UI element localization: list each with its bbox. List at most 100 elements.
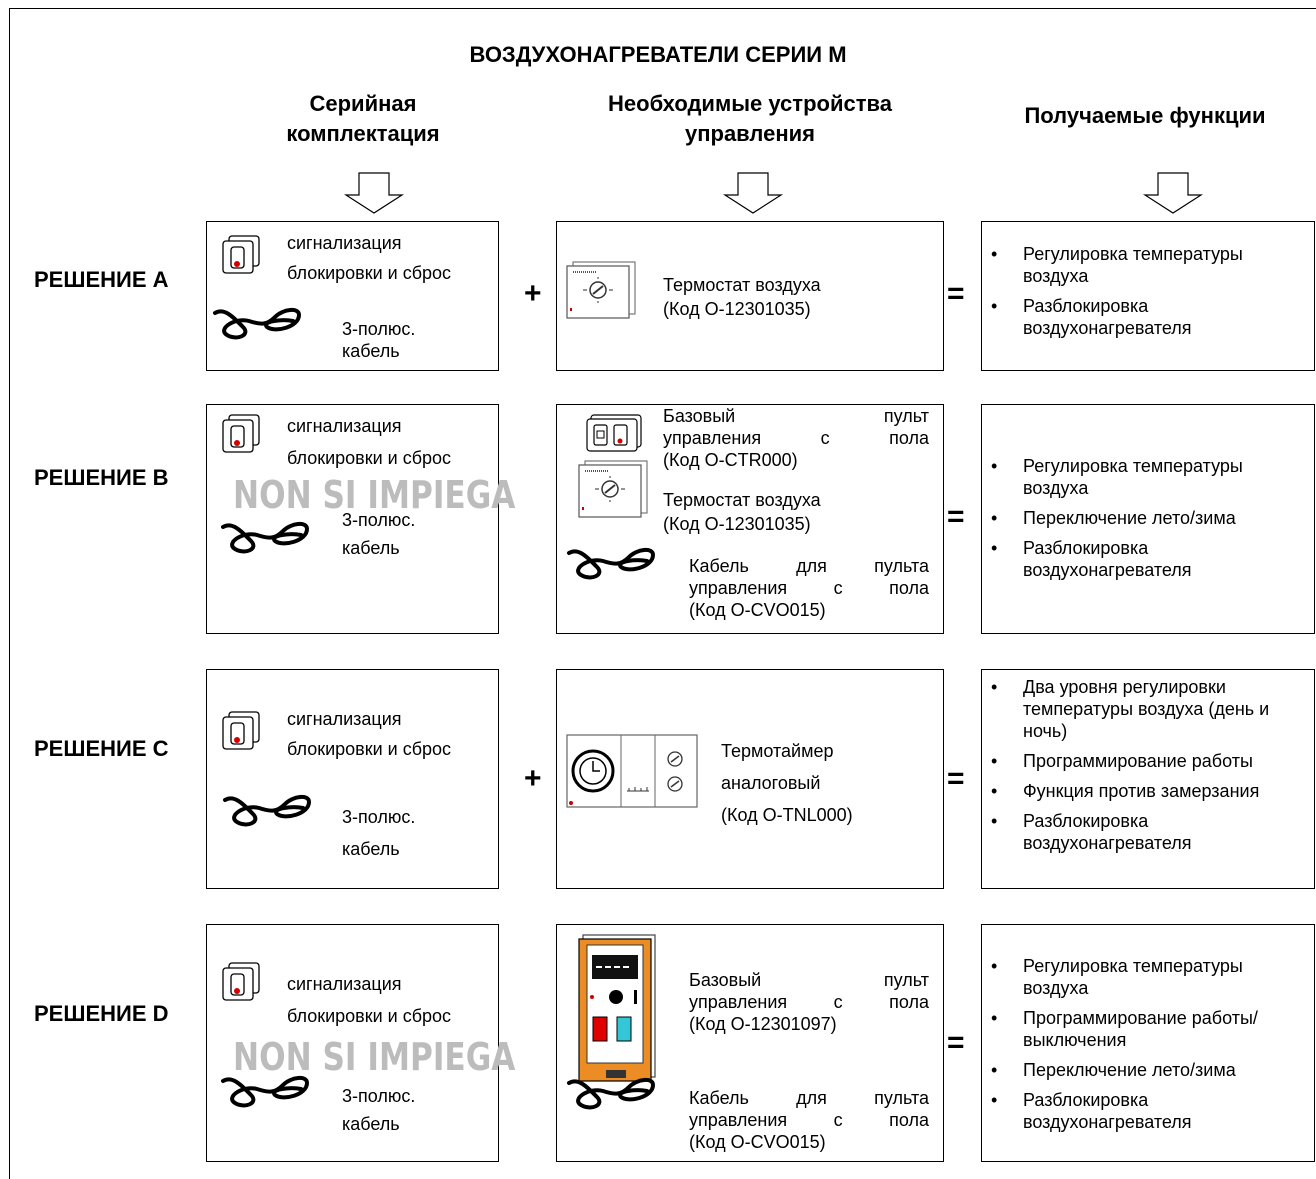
function-item: Разблокировка воздухонагревателя [982, 295, 1306, 339]
page-title: ВОЗДУХОНАГРЕВАТЕЛИ СЕРИИ М [469, 42, 847, 67]
floor-cable-text-line1: Кабель для пульта [689, 556, 929, 576]
alarm-text-line2: блокировки и сброс [287, 1006, 452, 1026]
solution-d-functions-box: Регулировка температуры воздуха Программ… [981, 924, 1315, 1162]
cable-text: 3-полюс. кабель [342, 318, 415, 362]
cable-text: 3-полюс. кабель [342, 1085, 415, 1135]
alarm-text: сигнализация блокировки и сброс [287, 973, 497, 1027]
timer-text: Термотаймер аналоговый (Код O-TNL000) [721, 740, 853, 826]
alarm-text-line2: блокировки и сброс [287, 263, 452, 283]
cable-text-line1: 3-полюс. [342, 319, 416, 339]
cable-text-line1: 3-полюс. [342, 807, 416, 827]
cable-icon [567, 547, 655, 580]
floor-cable-text-line3: (Код O-CVO015) [689, 600, 826, 620]
alarm-reset-icon [222, 414, 260, 453]
thermostat-text-line1: Термостат воздуха [663, 490, 821, 510]
solution-b-functions-box: Регулировка температуры воздуха Переключ… [981, 404, 1315, 634]
panel-text: Базовый пульт управления с пола (Код O-1… [689, 969, 929, 1035]
floor-control-panel-icon [586, 414, 642, 452]
cable-text: 3-полюс. кабель [342, 806, 415, 860]
alarm-text: сигнализация блокировки и сброс [287, 708, 497, 760]
function-item: Регулировка температуры воздуха [982, 455, 1306, 499]
floor-cable-text-line2: управления с пола [689, 1110, 929, 1130]
floor-cable-text-line3: (Код O-CVO015) [689, 1132, 826, 1152]
equals-sign: = [947, 277, 965, 310]
diagram-frame [9, 8, 1316, 1179]
timer-text-line1: Термотаймер [721, 741, 834, 761]
solution-a-standard-box: сигнализация блокировки и сброс 3-полюс.… [206, 221, 499, 371]
alarm-text-line1: сигнализация [287, 709, 402, 729]
functions-list: Регулировка температуры воздуха Разблоки… [982, 243, 1306, 347]
column-header-devices-line2: управления [684, 121, 815, 146]
cable-text: 3-полюс. кабель [342, 509, 415, 559]
column-header-devices: Необходимые устройства управления [560, 89, 940, 149]
panel-text-line3: (Код O-12301097) [689, 1014, 837, 1034]
solution-d-standard-box: сигнализация блокировки и сброс NON SI I… [206, 924, 515, 1162]
function-item: Два уровня регулировки температуры возду… [982, 676, 1312, 742]
panel-text-line1: Базовый пульт [663, 406, 929, 426]
function-item: Разблокировка воздухонагревателя [982, 810, 1312, 854]
equals-sign: = [947, 500, 965, 533]
cable-icon [567, 1077, 655, 1110]
alarm-text-line1: сигнализация [287, 233, 402, 253]
panel-text-line1: Базовый пульт [689, 970, 929, 990]
equals-sign: = [947, 762, 965, 795]
function-item: Регулировка температуры воздуха [982, 955, 1306, 999]
cable-icon [221, 1075, 309, 1108]
plus-sign: + [524, 762, 542, 795]
thermostat-text-line2: (Код O-12301035) [663, 299, 811, 319]
alarm-text-line2: блокировки и сброс [287, 739, 452, 759]
function-item: Программирование работы/выключения [982, 1007, 1306, 1051]
cable-icon [213, 307, 301, 340]
function-item: Переключение лето/зима [982, 1059, 1306, 1081]
solution-b-standard-box: сигнализация блокировки и сброс NON SI I… [206, 404, 515, 634]
thermostat-text-line1: Термостат воздуха [663, 275, 821, 295]
plus-sign: + [524, 277, 542, 310]
timer-text-line2: аналоговый [721, 773, 821, 793]
solution-b-devices-box: Базовый пульт управления с пола (Код O-C… [556, 404, 944, 634]
floor-cable-text-line2: управления с пола [689, 578, 929, 598]
panel-text-line2: управления с пола [689, 992, 929, 1012]
solution-d-devices-box: Базовый пульт управления с пола (Код O-1… [556, 924, 944, 1162]
down-arrow-icon [1144, 172, 1202, 214]
panel-text-line2: управления с пола [663, 428, 929, 448]
alarm-reset-icon [222, 235, 260, 274]
cable-text-line2: кабель [342, 839, 400, 859]
cable-icon [223, 794, 311, 827]
alarm-text: сигнализация блокировки и сброс [287, 232, 497, 284]
functions-list: Два уровня регулировки температуры возду… [982, 676, 1312, 862]
thermostat-text: Термостат воздуха (Код O-12301035) [663, 274, 821, 320]
alarm-text-line1: сигнализация [287, 416, 402, 436]
column-header-functions: Получаемые функции [1024, 103, 1266, 128]
solution-c-functions-box: Два уровня регулировки температуры возду… [981, 669, 1315, 889]
column-header-standard-line1: Серийная [309, 91, 417, 116]
floor-cable-text: Кабель для пульта управления с пола (Код… [689, 555, 929, 621]
column-header-standard-line2: комплектация [286, 121, 440, 146]
analog-thermo-timer-icon [566, 734, 698, 808]
down-arrow-icon [724, 172, 782, 214]
cable-text-line2: кабель [342, 538, 400, 558]
alarm-text-line1: сигнализация [287, 974, 402, 994]
air-thermostat-icon [566, 261, 636, 319]
column-header-devices-line1: Необходимые устройства [608, 91, 892, 116]
function-item: Программирование работы [982, 750, 1312, 772]
function-item: Разблокировка воздухонагревателя [982, 537, 1306, 581]
alarm-text: сигнализация блокировки и сброс [287, 415, 497, 469]
floor-cable-text: Кабель для пульта управления с пола (Код… [689, 1087, 929, 1153]
solution-b-label: РЕШЕНИЕ В [34, 465, 169, 490]
watermark-not-used: NON SI IMPIEGA [233, 473, 516, 517]
alarm-reset-icon [222, 711, 260, 750]
programmable-floor-panel-icon [578, 934, 656, 1082]
solution-c-label: РЕШЕНИЕ С [34, 736, 169, 761]
equals-sign: = [947, 1026, 965, 1059]
functions-list: Регулировка температуры воздуха Программ… [982, 955, 1306, 1141]
cable-text-line2: кабель [342, 1114, 400, 1134]
solution-a-functions-box: Регулировка температуры воздуха Разблоки… [981, 221, 1315, 371]
solution-c-standard-box: сигнализация блокировки и сброс 3-полюс.… [206, 669, 499, 889]
solution-a-label: РЕШЕНИЕ А [34, 267, 169, 292]
cable-text-line2: кабель [342, 341, 400, 361]
function-item: Переключение лето/зима [982, 507, 1306, 529]
alarm-text-line2: блокировки и сброс [287, 448, 452, 468]
panel-text-line3: (Код O-CTR000) [663, 450, 798, 470]
timer-text-line3: (Код O-TNL000) [721, 805, 853, 825]
thermostat-text-line2: (Код O-12301035) [663, 514, 811, 534]
